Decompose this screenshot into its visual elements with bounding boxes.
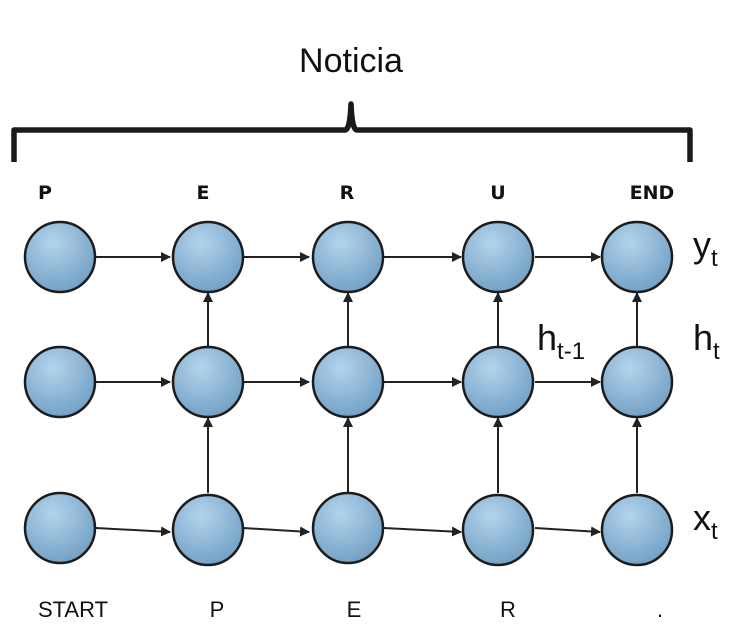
row-label-h-sub: t — [713, 338, 720, 365]
output-label: END — [630, 182, 675, 204]
output-label: P — [38, 182, 52, 204]
row-label-y-main: y — [693, 224, 711, 265]
input-label: E — [347, 597, 362, 622]
output-node — [600, 220, 674, 294]
output-row — [23, 220, 674, 294]
edges — [95, 252, 642, 537]
edge — [534, 526, 601, 537]
hidden-node — [461, 345, 535, 419]
output-node — [23, 220, 97, 294]
hidden-node — [311, 345, 385, 419]
curly-brace — [11, 101, 693, 162]
input-label: START — [38, 597, 108, 622]
input-label: R — [500, 597, 516, 622]
output-label: U — [490, 182, 505, 204]
row-label-y: yt — [693, 224, 718, 272]
input-label: . — [657, 597, 663, 622]
input-node — [600, 493, 674, 567]
row-label-x: xt — [693, 497, 718, 545]
input-label: P — [210, 597, 225, 622]
input-row — [23, 491, 674, 567]
edge — [383, 526, 462, 537]
hidden-node — [171, 345, 245, 419]
output-node — [171, 220, 245, 294]
diagram-title: Noticia — [299, 42, 403, 80]
output-labels: P E R U END — [38, 182, 674, 204]
input-node — [461, 493, 535, 567]
output-label: R — [340, 182, 355, 204]
hidden-node — [23, 345, 97, 419]
input-node — [171, 493, 245, 567]
input-node — [311, 491, 385, 565]
row-label-h: ht — [693, 317, 720, 365]
output-label: E — [197, 182, 210, 204]
inner-hidden-label: ht-1 — [537, 317, 585, 365]
edge — [242, 526, 310, 537]
hidden-node — [600, 345, 674, 419]
inner-hidden-label-main: h — [537, 317, 557, 358]
output-node — [311, 220, 385, 294]
input-labels: START P E R . — [38, 597, 663, 622]
edge — [95, 526, 171, 537]
hidden-row — [23, 345, 674, 419]
inner-hidden-label-sub: t-1 — [557, 338, 585, 365]
row-label-y-sub: t — [711, 245, 718, 272]
row-label-x-sub: t — [711, 518, 718, 545]
input-node — [23, 491, 97, 565]
row-label-h-main: h — [693, 317, 713, 358]
output-node — [461, 220, 535, 294]
row-label-x-main: x — [693, 497, 711, 538]
